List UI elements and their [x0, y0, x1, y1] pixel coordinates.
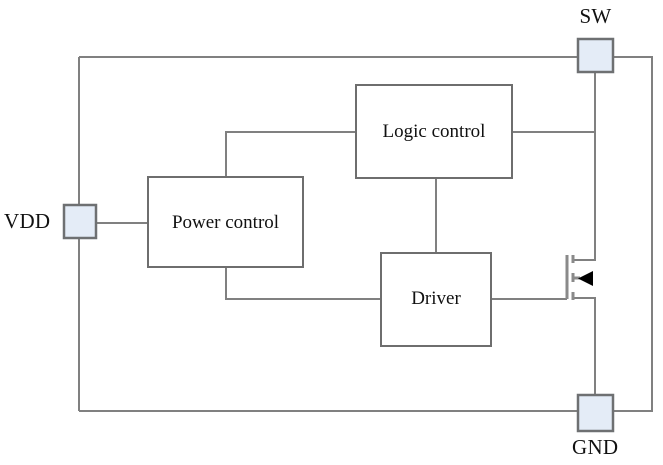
- wire-source-to-gnd: [574, 297, 596, 395]
- pad-sw[interactable]: [576, 37, 615, 74]
- block-label-logic-control: Logic control: [382, 121, 486, 142]
- pin-label-sw: SW: [579, 4, 612, 28]
- wire-top-rail-right: [613, 56, 653, 412]
- wire-sw-to-drain: [574, 72, 596, 261]
- wire-power-control-to-driver: [225, 267, 381, 300]
- pad-vdd[interactable]: [62, 203, 98, 240]
- block-label-driver: Driver: [411, 288, 461, 309]
- block-logic-control[interactable]: [355, 84, 513, 179]
- pin-label-gnd: GND: [572, 435, 619, 459]
- pad-gnd[interactable]: [576, 393, 615, 433]
- wire-power-control-to-logic-control: [225, 131, 356, 177]
- block-power-control[interactable]: [147, 176, 304, 268]
- pin-label-vdd: VDD: [4, 209, 51, 233]
- block-driver[interactable]: [380, 252, 492, 347]
- power-mosfet-symbol: [565, 255, 593, 300]
- mosfet-body-arrow: [578, 271, 593, 286]
- block-label-power-control: Power control: [171, 212, 280, 233]
